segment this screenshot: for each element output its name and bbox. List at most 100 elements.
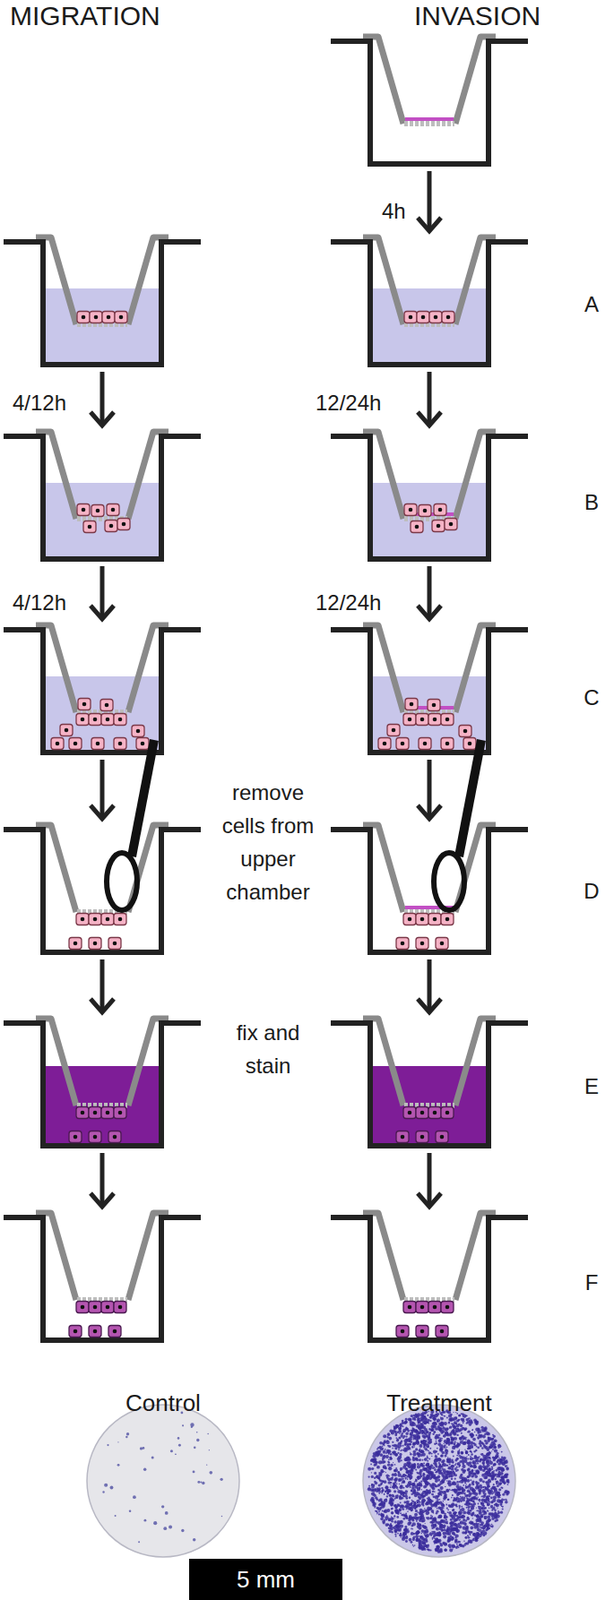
insert-wall bbox=[363, 1019, 496, 1107]
insert-wall bbox=[363, 36, 496, 124]
cell-nucleus bbox=[423, 509, 428, 514]
cell-nucleus bbox=[408, 315, 414, 320]
cell-nucleus bbox=[432, 917, 438, 923]
cell bbox=[428, 1107, 442, 1120]
cell bbox=[396, 938, 409, 951]
cell bbox=[378, 738, 391, 751]
cell bbox=[428, 914, 442, 926]
cell bbox=[101, 714, 114, 727]
step-letter: A bbox=[584, 292, 599, 318]
cell bbox=[435, 938, 449, 951]
outer-well bbox=[3, 242, 201, 365]
photo-caption: Control bbox=[125, 1391, 201, 1419]
cell bbox=[108, 1326, 122, 1339]
insert-wall bbox=[35, 1213, 169, 1301]
cell bbox=[101, 914, 114, 926]
cell-nucleus bbox=[112, 1330, 118, 1335]
cell bbox=[51, 738, 64, 751]
cell bbox=[428, 714, 442, 727]
swab-loop bbox=[433, 853, 465, 911]
cell bbox=[403, 914, 416, 926]
outer-well bbox=[330, 41, 528, 165]
cell bbox=[416, 311, 430, 324]
cell-nucleus bbox=[420, 1330, 425, 1335]
cell bbox=[441, 311, 455, 324]
porous-membrane bbox=[404, 121, 455, 127]
cell bbox=[396, 1132, 409, 1144]
medium-fill bbox=[372, 676, 486, 751]
cell bbox=[77, 699, 91, 711]
transwell-well bbox=[3, 432, 201, 560]
time-label: 12/24h bbox=[315, 590, 381, 616]
cell-nucleus bbox=[80, 917, 86, 923]
cell-nucleus bbox=[391, 728, 397, 734]
outer-well bbox=[330, 242, 528, 365]
cell-nucleus bbox=[119, 315, 124, 320]
cell-nucleus bbox=[118, 717, 123, 723]
cell-nucleus bbox=[80, 1305, 86, 1311]
cell bbox=[403, 714, 416, 727]
cell bbox=[429, 311, 442, 324]
cell-nucleus bbox=[121, 522, 127, 528]
cell bbox=[441, 1302, 454, 1315]
insert-wall bbox=[363, 625, 496, 713]
cell bbox=[76, 714, 89, 727]
cell bbox=[415, 938, 429, 951]
cell bbox=[433, 504, 447, 517]
cell bbox=[113, 738, 127, 751]
matrix-layer bbox=[405, 117, 454, 122]
cell bbox=[88, 1107, 102, 1120]
insert-wall bbox=[363, 1213, 496, 1301]
cell bbox=[76, 1107, 89, 1120]
cell-nucleus bbox=[432, 1111, 438, 1116]
cell bbox=[69, 1132, 82, 1144]
cell-nucleus bbox=[111, 508, 116, 513]
membrane-photo bbox=[86, 1405, 240, 1558]
outer-well bbox=[330, 436, 528, 560]
cell bbox=[458, 726, 472, 738]
cell bbox=[405, 699, 418, 711]
cell bbox=[435, 1132, 449, 1144]
swab-loop bbox=[106, 853, 138, 911]
medium-fill bbox=[45, 1066, 159, 1144]
step-arrow bbox=[90, 1153, 114, 1208]
cell-nucleus bbox=[436, 524, 442, 529]
cell-nucleus bbox=[82, 702, 87, 708]
time-label: 4/12h bbox=[12, 590, 67, 616]
cell bbox=[88, 938, 102, 951]
cell-nucleus bbox=[420, 1111, 425, 1116]
cell-nucleus bbox=[136, 729, 141, 735]
step-arrow bbox=[417, 371, 442, 426]
cell bbox=[387, 725, 400, 737]
cell bbox=[441, 914, 454, 926]
cell-nucleus bbox=[93, 917, 98, 923]
medium-fill bbox=[45, 483, 159, 557]
cell bbox=[404, 311, 417, 324]
photo-caption: Treatment bbox=[386, 1391, 493, 1419]
cell-nucleus bbox=[420, 1305, 425, 1311]
cell-nucleus bbox=[408, 508, 414, 513]
swab-handle bbox=[131, 740, 155, 857]
medium-fill bbox=[372, 288, 486, 363]
cell-nucleus bbox=[400, 942, 406, 947]
cell-nucleus bbox=[81, 315, 87, 320]
cell-nucleus bbox=[400, 742, 406, 747]
insert-wall bbox=[35, 625, 169, 713]
cell-nucleus bbox=[432, 717, 438, 723]
step-arrow bbox=[417, 1153, 442, 1208]
cell-nucleus bbox=[420, 1135, 425, 1141]
cell-nucleus bbox=[80, 1111, 86, 1116]
cell bbox=[441, 738, 454, 751]
cell-nucleus bbox=[445, 742, 450, 747]
step-note: remove cells from upper chamber bbox=[212, 776, 325, 909]
cell bbox=[69, 1326, 82, 1339]
cell bbox=[415, 1107, 429, 1120]
cell-nucleus bbox=[118, 1111, 123, 1116]
insert-wall bbox=[35, 825, 169, 913]
insert-wall bbox=[363, 237, 496, 325]
cell bbox=[106, 504, 120, 517]
transwell-well bbox=[3, 1213, 201, 1341]
transwell-well bbox=[3, 1019, 201, 1147]
cell bbox=[441, 714, 454, 727]
cell-nucleus bbox=[440, 1330, 445, 1335]
